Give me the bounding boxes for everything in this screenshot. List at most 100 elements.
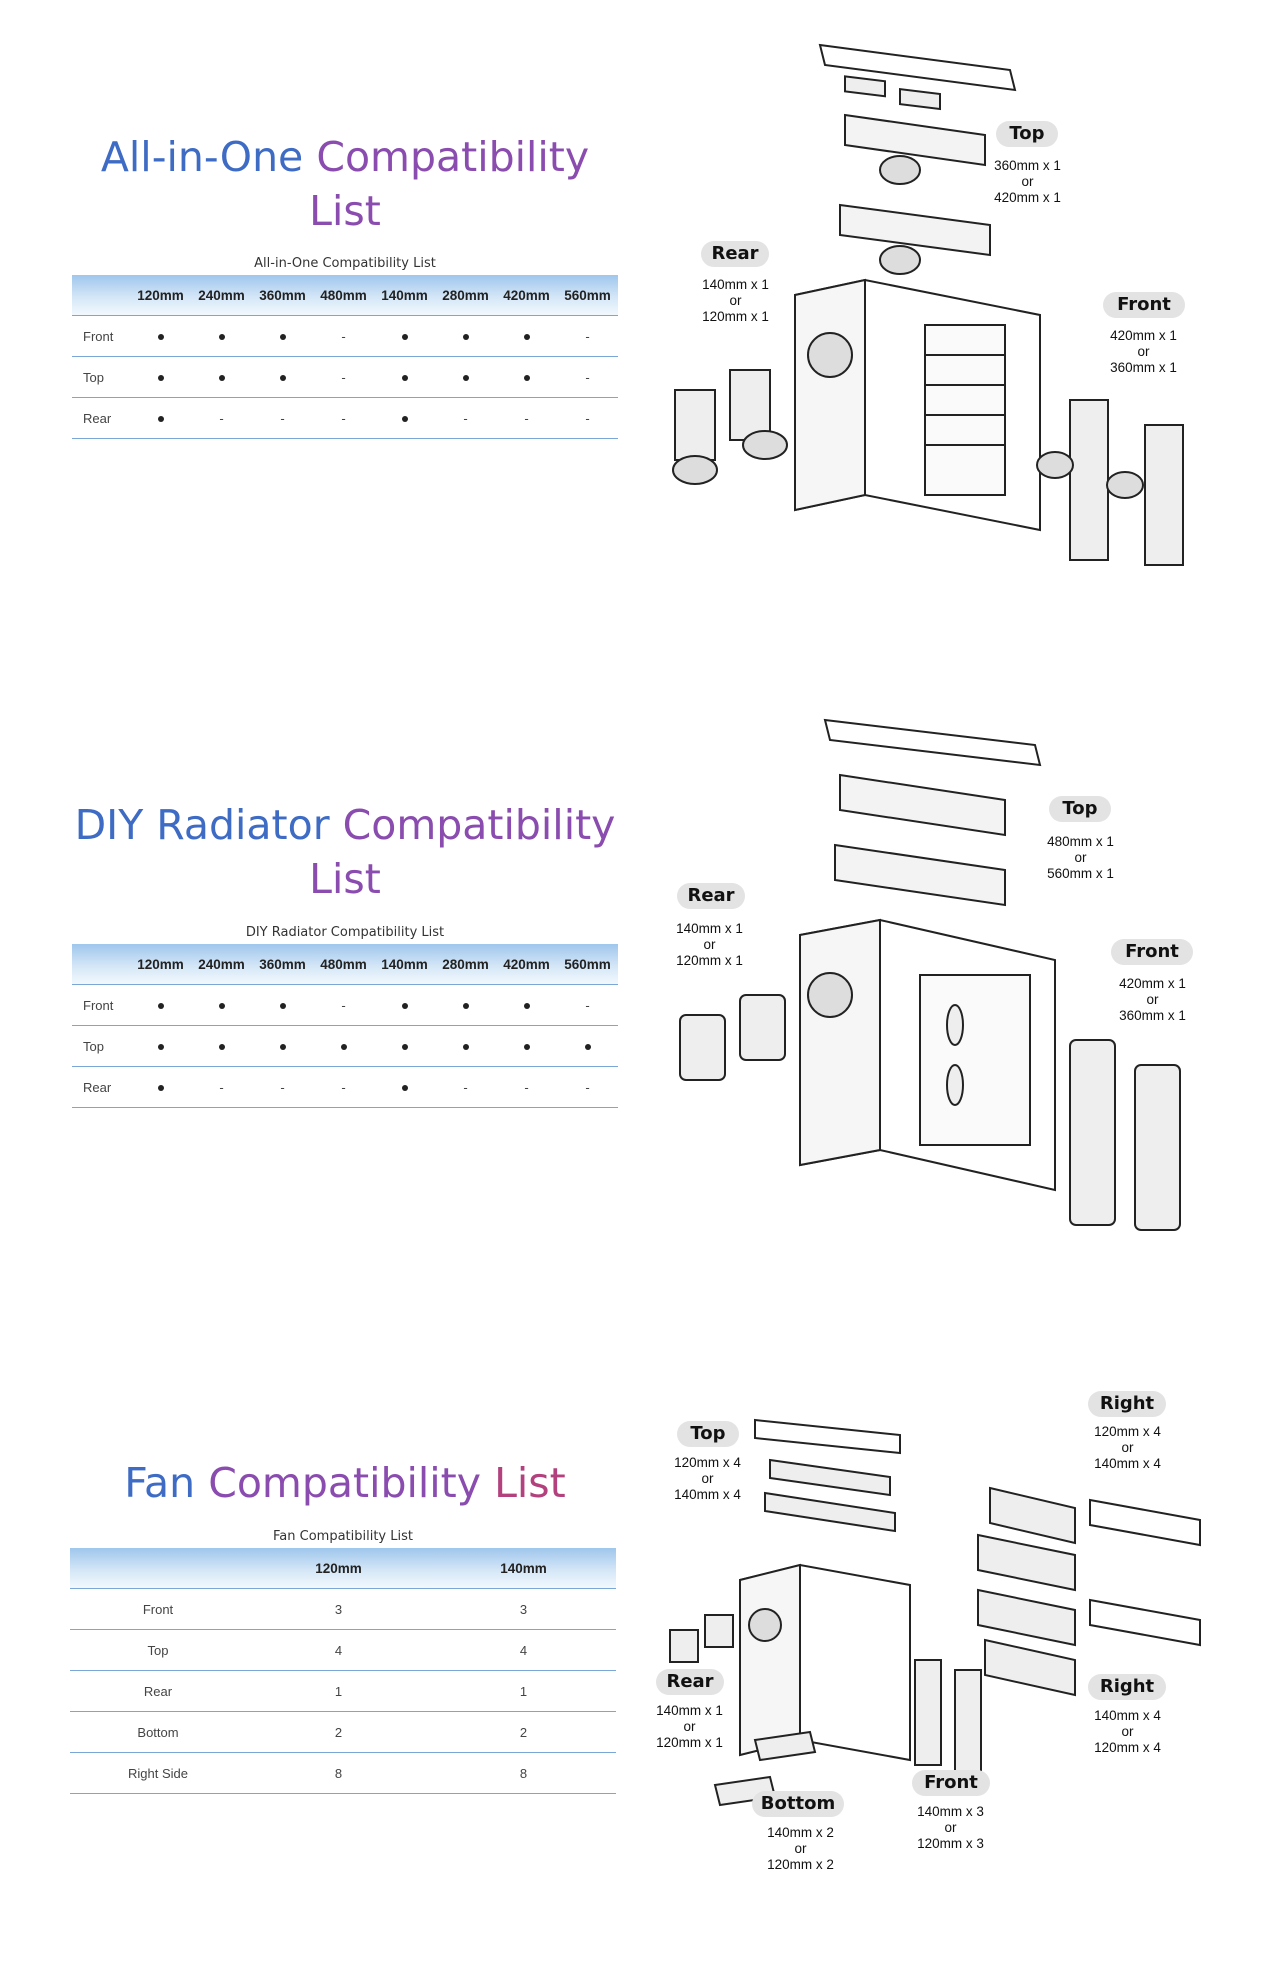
bullet-icon <box>401 416 408 423</box>
bullet-icon <box>584 1044 591 1051</box>
bullet-icon <box>523 1044 530 1051</box>
table-cell: 3 <box>246 1588 431 1630</box>
bullet-icon <box>279 1044 286 1051</box>
bullet-icon <box>401 1085 408 1092</box>
aio-front-label: Front <box>1103 292 1185 318</box>
column-header: 120mm <box>246 1548 431 1589</box>
spec-line: or <box>1074 850 1087 865</box>
bullet-icon <box>218 375 225 382</box>
spec-line: or <box>1121 1724 1134 1739</box>
spec-line: 420mm x 1 <box>994 190 1061 205</box>
bullet-icon <box>462 1003 469 1010</box>
fan-table-caption: Fan Compatibility List <box>273 1529 413 1544</box>
spec-line: or <box>703 937 716 952</box>
bullet-icon <box>279 375 286 382</box>
aio-title-part3: List <box>309 187 381 235</box>
spec-line: 140mm x 4 <box>674 1487 741 1502</box>
table-row: Front-- <box>72 315 618 357</box>
table-row: Top <box>72 1025 618 1067</box>
supported-dot <box>496 984 557 1026</box>
spec-line: or <box>729 293 742 308</box>
column-header: 120mm <box>130 944 191 985</box>
row-label: Rear <box>72 1066 130 1108</box>
column-header: 560mm <box>557 275 618 316</box>
bullet-icon <box>462 334 469 341</box>
fan-right-bottom-label: Right <box>1088 1674 1166 1700</box>
table-cell: - <box>252 1066 313 1108</box>
column-header: 420mm <box>496 944 557 985</box>
spec-line: 140mm x 1 <box>676 921 743 936</box>
supported-dot <box>496 315 557 357</box>
supported-dot <box>130 1066 191 1108</box>
supported-dot <box>191 315 252 357</box>
diy-title: DIY Radiator Compatibility List <box>70 798 620 906</box>
column-header: 480mm <box>313 275 374 316</box>
table-cell: 1 <box>246 1670 431 1712</box>
fan-right-bottom-spec: 140mm x 4 or 120mm x 4 <box>1075 1708 1180 1756</box>
supported-dot <box>374 1066 435 1108</box>
spec-line: or <box>1137 344 1150 359</box>
bullet-icon <box>523 375 530 382</box>
fan-case-illustration <box>669 1418 1201 1807</box>
spec-line: 120mm x 2 <box>767 1857 834 1872</box>
spec-line: or <box>1021 174 1034 189</box>
supported-dot <box>557 1025 618 1067</box>
fan-title: Fan Compatibility List <box>70 1456 620 1510</box>
table-cell: 4 <box>431 1629 616 1671</box>
spec-line: 120mm x 4 <box>1094 1424 1161 1439</box>
spec-line: 480mm x 1 <box>1047 834 1114 849</box>
table-cell: - <box>313 315 374 357</box>
header-corner-cell <box>70 1548 246 1589</box>
diy-top-spec: 480mm x 1 or 560mm x 1 <box>1028 834 1133 882</box>
spec-line: 140mm x 4 <box>1094 1456 1161 1471</box>
table-cell: - <box>191 1066 252 1108</box>
fan-bottom-spec: 140mm x 2 or 120mm x 2 <box>748 1825 853 1873</box>
fan-top-label: Top <box>677 1421 739 1447</box>
column-header: 360mm <box>252 275 313 316</box>
spec-line: 420mm x 1 <box>1110 328 1177 343</box>
spec-line: or <box>1121 1440 1134 1455</box>
column-header: 140mm <box>374 944 435 985</box>
spec-line: 140mm x 1 <box>702 277 769 292</box>
spec-line: 560mm x 1 <box>1047 866 1114 881</box>
spec-line: 360mm x 1 <box>1110 360 1177 375</box>
column-header: 280mm <box>435 275 496 316</box>
spec-line: or <box>794 1841 807 1856</box>
supported-dot <box>191 984 252 1026</box>
supported-dot <box>130 356 191 398</box>
supported-dot <box>130 315 191 357</box>
column-header: 280mm <box>435 944 496 985</box>
supported-dot <box>435 315 496 357</box>
supported-dot <box>374 397 435 439</box>
table-cell: - <box>496 397 557 439</box>
table-cell: 2 <box>431 1711 616 1753</box>
supported-dot <box>374 356 435 398</box>
bullet-icon <box>157 416 164 423</box>
supported-dot <box>435 984 496 1026</box>
aio-title-part1: All-in-One <box>100 133 304 181</box>
table-cell: - <box>557 397 618 439</box>
row-label: Bottom <box>70 1711 246 1753</box>
column-header: 560mm <box>557 944 618 985</box>
diy-title-part3: List <box>309 855 381 903</box>
spec-line: 120mm x 4 <box>674 1455 741 1470</box>
diy-rear-spec: 140mm x 1 or 120mm x 1 <box>657 921 762 969</box>
aio-top-spec: 360mm x 1 or 420mm x 1 <box>975 158 1080 206</box>
aio-table-caption: All-in-One Compatibility List <box>254 256 436 271</box>
bullet-icon <box>157 1085 164 1092</box>
table-cell: - <box>557 1066 618 1108</box>
table-cell: 3 <box>431 1588 616 1630</box>
fan-title-part2: Compatibility <box>208 1459 482 1507</box>
spec-line: 360mm x 1 <box>994 158 1061 173</box>
spec-line: 140mm x 2 <box>767 1825 834 1840</box>
spec-line: 120mm x 4 <box>1094 1740 1161 1755</box>
column-header: 140mm <box>374 275 435 316</box>
